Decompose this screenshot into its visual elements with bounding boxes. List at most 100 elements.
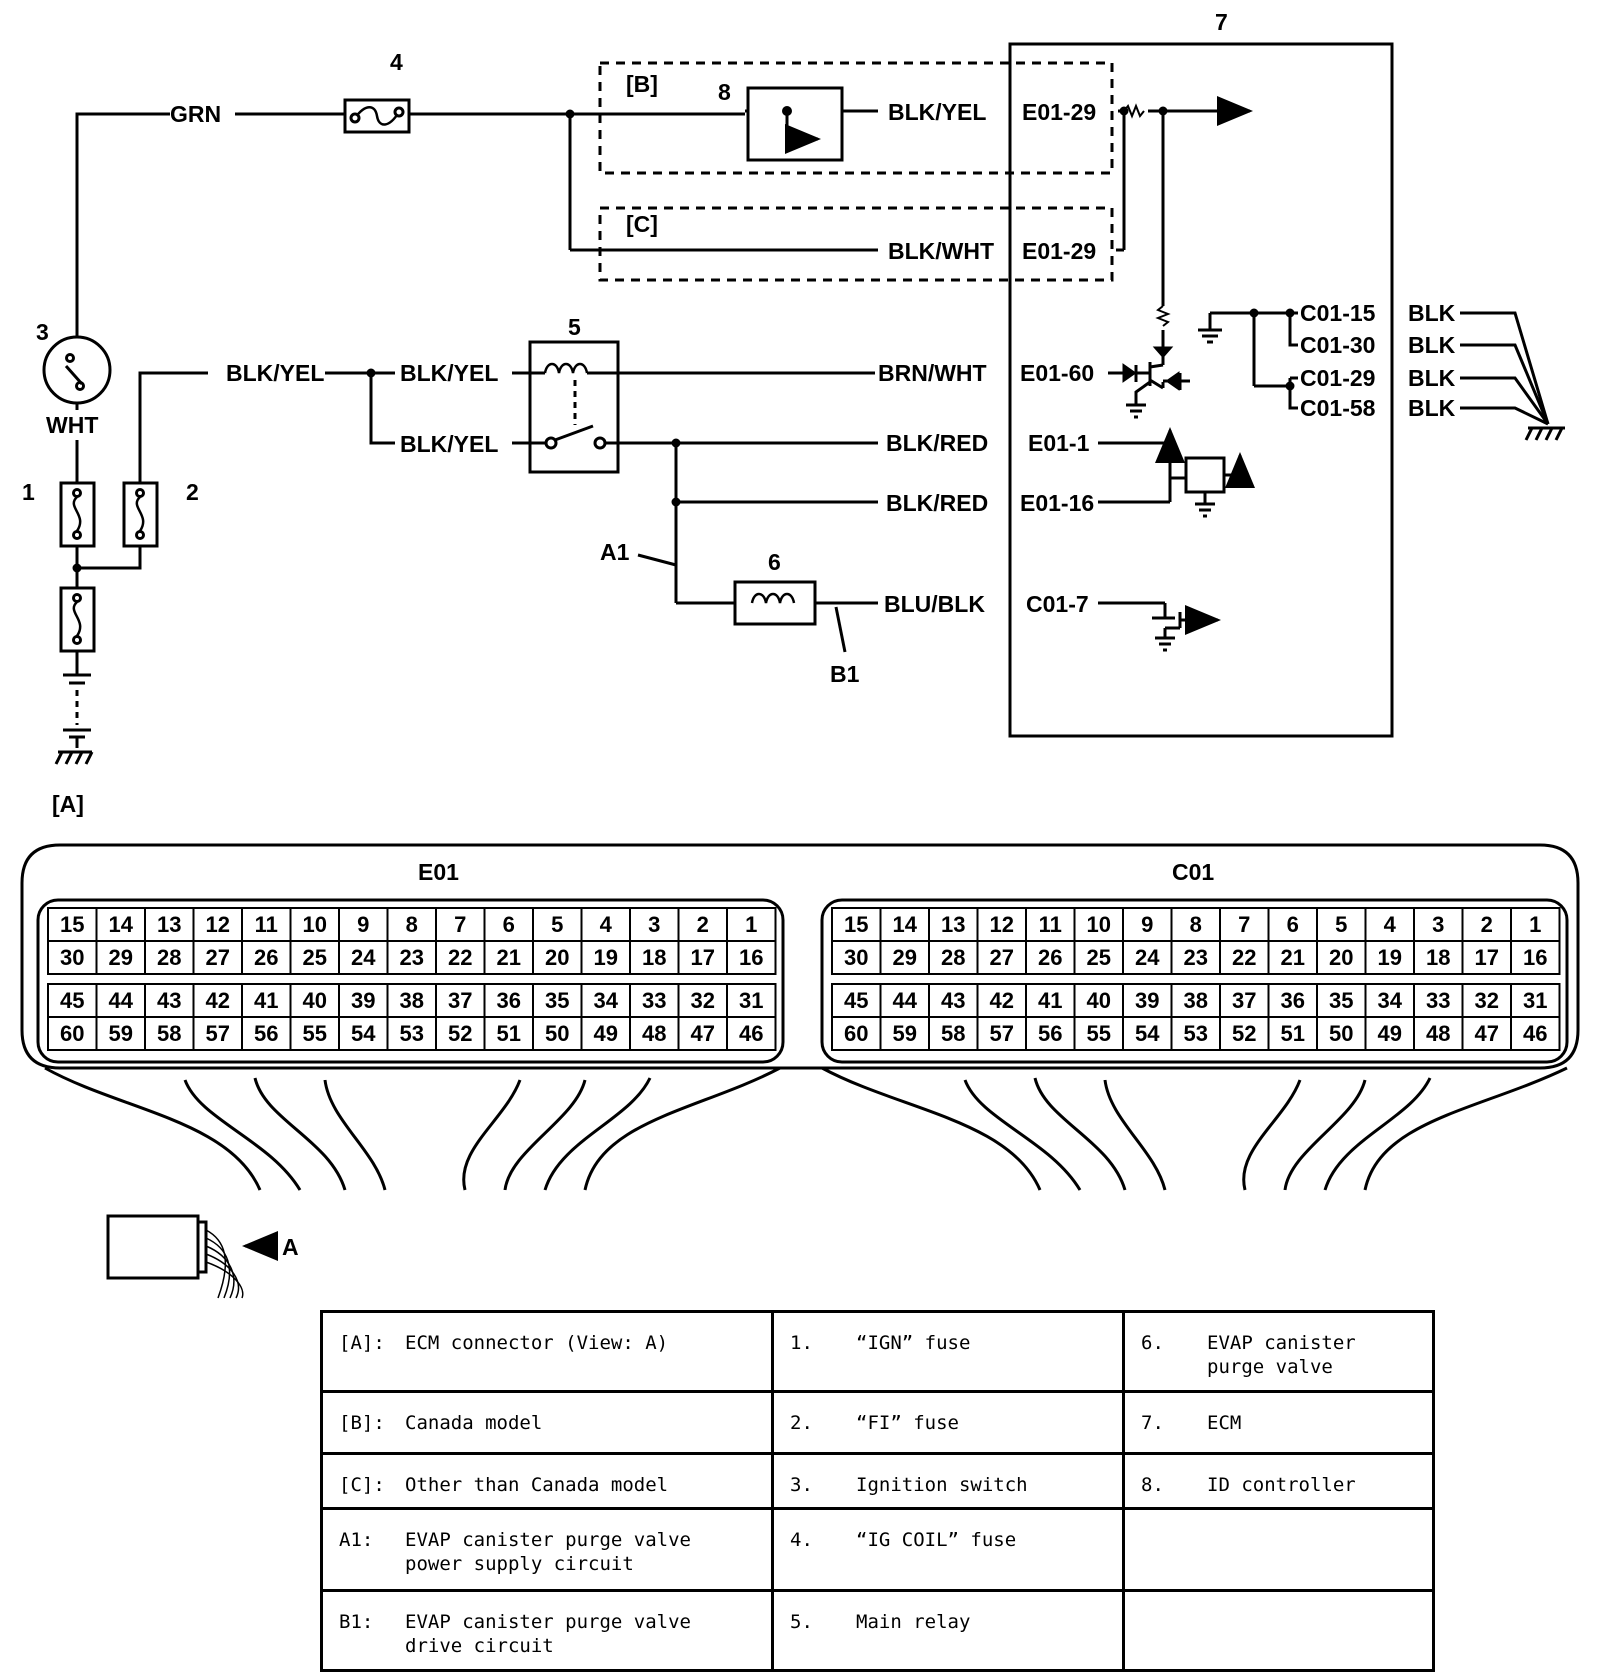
c01-pin-label: 32 — [1475, 988, 1499, 1013]
c01-pin-label: 36 — [1281, 988, 1305, 1013]
term-e01-29-c: E01-29 — [1022, 238, 1096, 264]
wire-blk-4: BLK — [1408, 395, 1456, 421]
e01-pin-cell — [726, 1016, 777, 1051]
c01-pin-cell — [879, 940, 930, 975]
legend-key: 8. — [1141, 1474, 1164, 1496]
c01-pin-cell — [1364, 1016, 1415, 1051]
c01-pin-label: 23 — [1184, 945, 1208, 970]
label-a1: A1 — [600, 539, 630, 565]
e01-connector-shell — [36, 898, 785, 1064]
e01-pin-cell — [95, 983, 146, 1018]
e01-pin-label: 48 — [642, 1021, 666, 1046]
e01-pin-cell — [532, 1016, 583, 1051]
legend-value: Canada model — [405, 1412, 543, 1434]
e01-pin-label: 58 — [157, 1021, 181, 1046]
e01-pin-label: 44 — [109, 988, 134, 1013]
term-c01-30: C01-30 — [1300, 332, 1375, 358]
c01-pin-label: 1 — [1529, 912, 1541, 937]
legend-key: 1. — [790, 1332, 813, 1354]
c01-pin-label: 41 — [1038, 988, 1062, 1013]
legend-value: Ignition switch — [856, 1474, 1028, 1496]
c01-pin-cell — [831, 907, 882, 942]
e01-pin-cell — [386, 907, 437, 942]
e01-pin-cell — [47, 1016, 98, 1051]
c01-pin-label: 21 — [1281, 945, 1305, 970]
legend-key: 5. — [790, 1611, 813, 1633]
c01-pin-cell — [1073, 907, 1124, 942]
c01-pin-label: 38 — [1184, 988, 1208, 1013]
c01-pin-label: 20 — [1329, 945, 1353, 970]
e01-pin-label: 31 — [739, 988, 763, 1013]
e01-pin-label: 19 — [594, 945, 618, 970]
legend-key: [B]: — [339, 1412, 385, 1434]
c01-pin-label: 47 — [1475, 1021, 1499, 1046]
e01-pin-label: 49 — [594, 1021, 618, 1046]
c01-pin-label: 30 — [844, 945, 868, 970]
c01-pin-cell — [1413, 940, 1464, 975]
e01-pin-label: 26 — [254, 945, 278, 970]
e01-pin-label: 46 — [739, 1021, 763, 1046]
c01-pin-cell — [1461, 983, 1512, 1018]
wire-blk-red-2: BLK/RED — [886, 490, 988, 516]
ecm-number: 7 — [1215, 9, 1228, 35]
legend-key: A1: — [339, 1529, 374, 1551]
c01-pin-label: 37 — [1232, 988, 1256, 1013]
c01-pin-cell — [1510, 940, 1561, 975]
e01-title: E01 — [418, 859, 459, 885]
c01-pin-cell — [831, 940, 882, 975]
c01-pin-label: 31 — [1523, 988, 1547, 1013]
e01-pin-label: 22 — [448, 945, 472, 970]
e01-pin-cell — [338, 983, 389, 1018]
e01-pin-label: 37 — [448, 988, 472, 1013]
e01-pin-label: 5 — [551, 912, 563, 937]
legend-row: A1:EVAP canister purge valve power suppl… — [320, 1507, 1435, 1592]
ecm-box — [1008, 42, 1394, 738]
legend-value: Main relay — [856, 1611, 971, 1633]
e01-pin-label: 13 — [157, 912, 181, 937]
c01-pin-label: 8 — [1190, 912, 1202, 937]
term-e01-16: E01-16 — [1020, 490, 1094, 516]
legend-key: 4. — [790, 1529, 813, 1551]
e01-pin-label: 36 — [497, 988, 521, 1013]
e01-pin-label: 56 — [254, 1021, 278, 1046]
legend-cell: 3.Ignition switch — [771, 1452, 1125, 1510]
legend-value: ECM — [1207, 1412, 1242, 1434]
c01-pin-label: 29 — [893, 945, 917, 970]
e01-pin-cell — [726, 940, 777, 975]
c01-pin-label: 53 — [1184, 1021, 1208, 1046]
e01-pin-label: 42 — [206, 988, 230, 1013]
c01-pin-label: 4 — [1384, 912, 1397, 937]
term-e01-29-b: E01-29 — [1022, 99, 1096, 125]
legend-cell: 5. Main relay — [771, 1589, 1125, 1672]
c01-pin-label: 48 — [1426, 1021, 1450, 1046]
legend-value: ECM connector (View: A) — [405, 1332, 669, 1354]
c01-pin-label: 26 — [1038, 945, 1062, 970]
c01-pin-label: 3 — [1432, 912, 1444, 937]
e01-pin-label: 28 — [157, 945, 181, 970]
e01-pin-cell — [629, 983, 680, 1018]
legend-cell — [1122, 1589, 1435, 1672]
e01-pin-label: 30 — [60, 945, 84, 970]
legend-key: B1: — [339, 1611, 374, 1633]
ig-coil-fuse — [343, 98, 411, 134]
c01-pin-label: 5 — [1335, 912, 1347, 937]
view-arrow-label: A — [282, 1234, 299, 1260]
legend-value: “IG COIL” fuse — [856, 1529, 1017, 1551]
c01-pin-label: 24 — [1135, 945, 1160, 970]
connector-view-icon — [106, 1214, 200, 1280]
label-8: 8 — [718, 79, 731, 105]
e01-pin-cell — [483, 983, 534, 1018]
c01-pin-label: 54 — [1135, 1021, 1160, 1046]
c01-pin-cell — [1461, 940, 1512, 975]
legend-key: 6. — [1141, 1332, 1164, 1354]
legend-key: 7. — [1141, 1412, 1164, 1434]
wire-brn-wht: BRN/WHT — [878, 360, 987, 386]
e01-pin-label: 1 — [745, 912, 757, 937]
c01-pin-label: 42 — [990, 988, 1014, 1013]
e01-pin-cell — [338, 907, 389, 942]
e01-pin-cell — [386, 1016, 437, 1051]
term-e01-1: E01-1 — [1028, 430, 1090, 456]
term-c01-15: C01-15 — [1300, 300, 1376, 326]
